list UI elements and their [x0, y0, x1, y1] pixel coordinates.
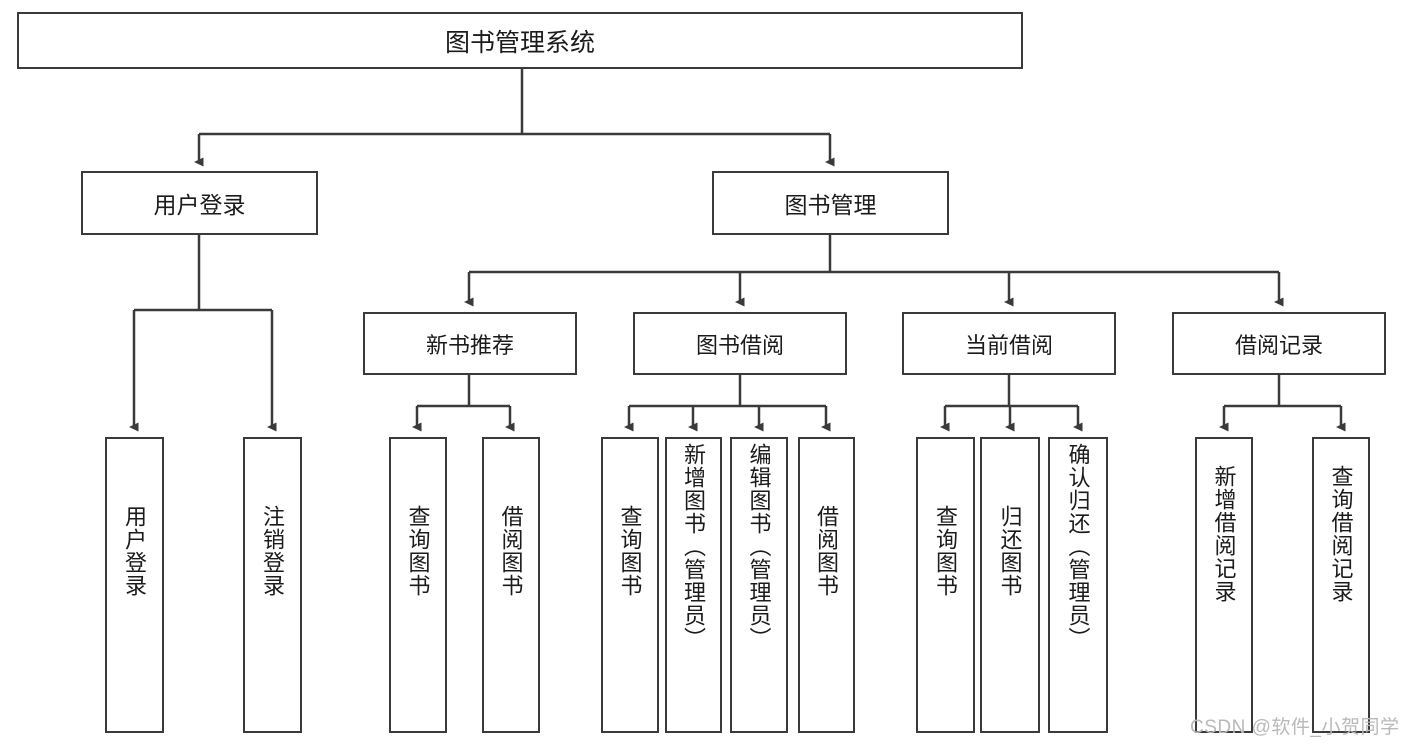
leaf-query-book-borrow[interactable]: 查询图书 [601, 437, 659, 733]
leaf-query-borrow-record[interactable]: 查询借阅记录 [1312, 437, 1370, 733]
leaf-add-book-admin[interactable]: 新增图书（管理员） [665, 437, 722, 733]
leaf-user-login[interactable]: 用户登录 [105, 437, 164, 733]
leaf-query-book-recommend-label: 查询图书 [405, 505, 431, 597]
leaf-add-book-admin-label: 新增图书（管理员） [681, 443, 707, 650]
leaf-return-book-label: 归还图书 [997, 505, 1023, 597]
node-root[interactable]: 图书管理系统 [17, 12, 1023, 69]
leaf-query-book-borrow-label: 查询图书 [617, 505, 643, 597]
node-borrow-record[interactable]: 借阅记录 [1172, 312, 1386, 375]
leaf-add-borrow-record-label: 新增借阅记录 [1211, 465, 1237, 603]
node-current-borrow-label: 当前借阅 [964, 332, 1053, 358]
leaf-confirm-return-admin[interactable]: 确认归还（管理员） [1048, 437, 1108, 733]
leaf-query-book-recommend[interactable]: 查询图书 [389, 437, 447, 733]
leaf-user-logout-label: 注销登录 [260, 505, 286, 597]
node-book-management[interactable]: 图书管理 [712, 171, 949, 235]
node-book-management-label: 图书管理 [784, 192, 877, 218]
leaf-borrow-book-recommend[interactable]: 借阅图书 [482, 437, 540, 733]
leaf-borrow-book-recommend-label: 借阅图书 [498, 505, 524, 597]
leaf-add-borrow-record[interactable]: 新增借阅记录 [1195, 437, 1253, 733]
leaf-edit-book-admin-label: 编辑图书（管理员） [746, 443, 772, 650]
leaf-edit-book-admin[interactable]: 编辑图书（管理员） [730, 437, 788, 733]
leaf-return-book[interactable]: 归还图书 [980, 437, 1040, 733]
node-book-borrow[interactable]: 图书借阅 [633, 312, 847, 375]
leaf-borrow-book-label: 借阅图书 [814, 505, 840, 597]
node-book-borrow-label: 图书借阅 [695, 332, 784, 358]
node-new-book-recommend-label: 新书推荐 [425, 332, 514, 358]
csdn-watermark: CSDN @软件_小贺同学 [1190, 717, 1400, 738]
node-new-book-recommend[interactable]: 新书推荐 [363, 312, 577, 375]
leaf-user-login-label: 用户登录 [122, 505, 148, 597]
leaf-query-book-current-label: 查询图书 [933, 505, 959, 597]
leaf-confirm-return-admin-label: 确认归还（管理员） [1065, 443, 1091, 650]
node-current-borrow[interactable]: 当前借阅 [902, 312, 1116, 375]
leaf-query-book-current[interactable]: 查询图书 [916, 437, 975, 733]
node-root-label: 图书管理系统 [444, 28, 595, 57]
leaf-borrow-book[interactable]: 借阅图书 [798, 437, 855, 733]
node-user-login-label: 用户登录 [153, 192, 246, 218]
node-borrow-record-label: 借阅记录 [1234, 332, 1323, 358]
leaf-query-borrow-record-label: 查询借阅记录 [1328, 465, 1354, 603]
node-user-login[interactable]: 用户登录 [81, 171, 318, 235]
leaf-user-logout[interactable]: 注销登录 [243, 437, 302, 733]
